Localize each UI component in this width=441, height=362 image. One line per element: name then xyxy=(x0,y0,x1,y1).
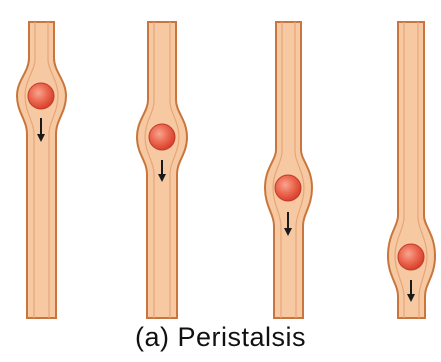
stage-2 xyxy=(137,22,187,318)
bolus-stage-1 xyxy=(28,83,54,109)
bolus-stage-3 xyxy=(275,175,301,201)
bolus-stage-4 xyxy=(398,244,424,270)
stage-3 xyxy=(265,22,312,318)
tube-stage-4 xyxy=(388,22,435,318)
tube-stage-1 xyxy=(17,22,66,318)
bolus-stage-2 xyxy=(149,124,175,150)
peristalsis-diagram xyxy=(0,0,441,320)
figure-caption: (a) Peristalsis xyxy=(0,322,441,353)
tube-stage-3 xyxy=(265,22,312,318)
stage-4 xyxy=(388,22,435,318)
stage-1 xyxy=(17,22,66,318)
